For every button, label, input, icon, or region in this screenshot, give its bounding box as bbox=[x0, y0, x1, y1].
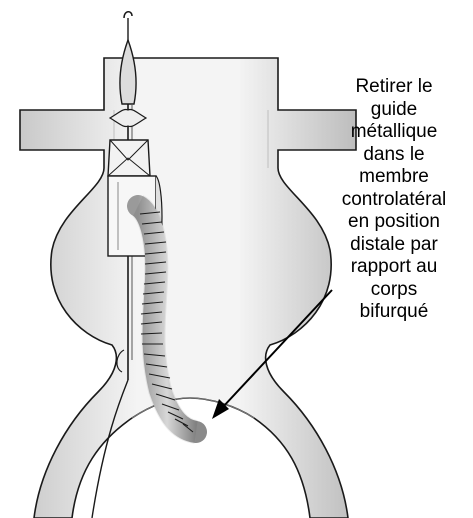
annotation-line: guide bbox=[314, 99, 473, 122]
annotation-line: rapport au bbox=[314, 256, 473, 279]
annotation-line: corps bbox=[314, 279, 473, 302]
annotation-line: distale par bbox=[314, 234, 473, 257]
annotation-line: controlatéral bbox=[314, 189, 473, 212]
annotation-line: dans le bbox=[314, 144, 473, 167]
annotation-line: métallique bbox=[314, 121, 473, 144]
annotation-line: membre bbox=[314, 166, 473, 189]
annotation-text: Retirer le guide métallique dans le memb… bbox=[314, 76, 473, 324]
annotation-line: Retirer le bbox=[314, 76, 473, 99]
annotation-line: bifurqué bbox=[314, 301, 473, 324]
aorta-vessel bbox=[20, 58, 356, 518]
annotation-line: en position bbox=[314, 211, 473, 234]
